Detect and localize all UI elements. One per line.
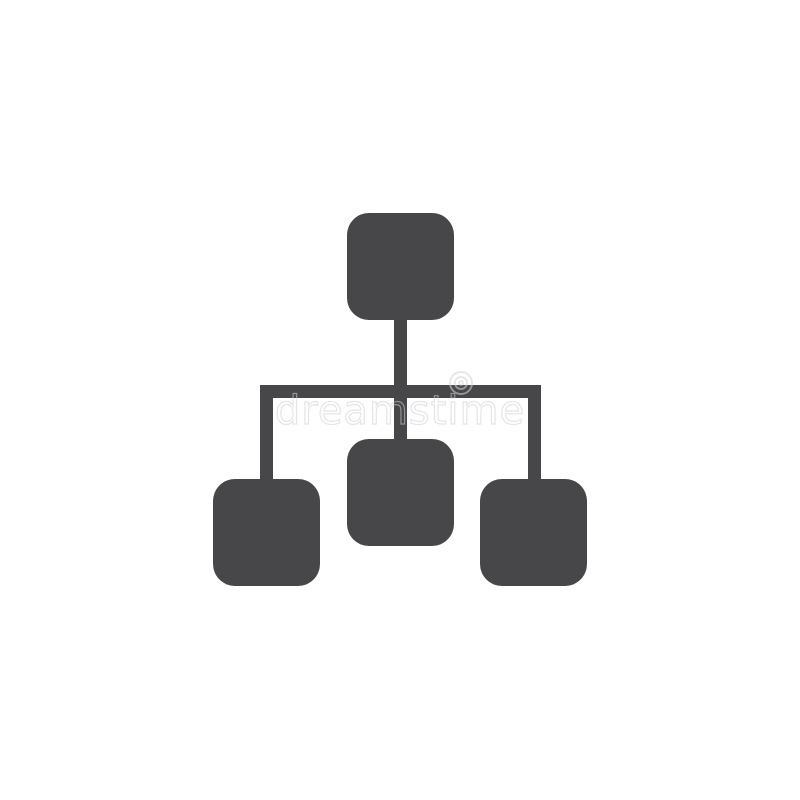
node-child-left bbox=[213, 479, 320, 586]
node-child-right bbox=[480, 479, 587, 586]
node-child-center bbox=[347, 439, 454, 546]
hierarchy-shapes bbox=[213, 213, 587, 586]
node-root bbox=[347, 213, 454, 320]
connector-trunk bbox=[394, 314, 407, 392]
watermark-logo: dreamstime bbox=[274, 371, 525, 435]
connector-left bbox=[260, 385, 273, 485]
connector-right bbox=[528, 385, 541, 485]
watermark-text: dreamstime bbox=[275, 388, 525, 434]
watermark-mark-icon bbox=[449, 371, 473, 395]
connector-center bbox=[394, 385, 407, 445]
